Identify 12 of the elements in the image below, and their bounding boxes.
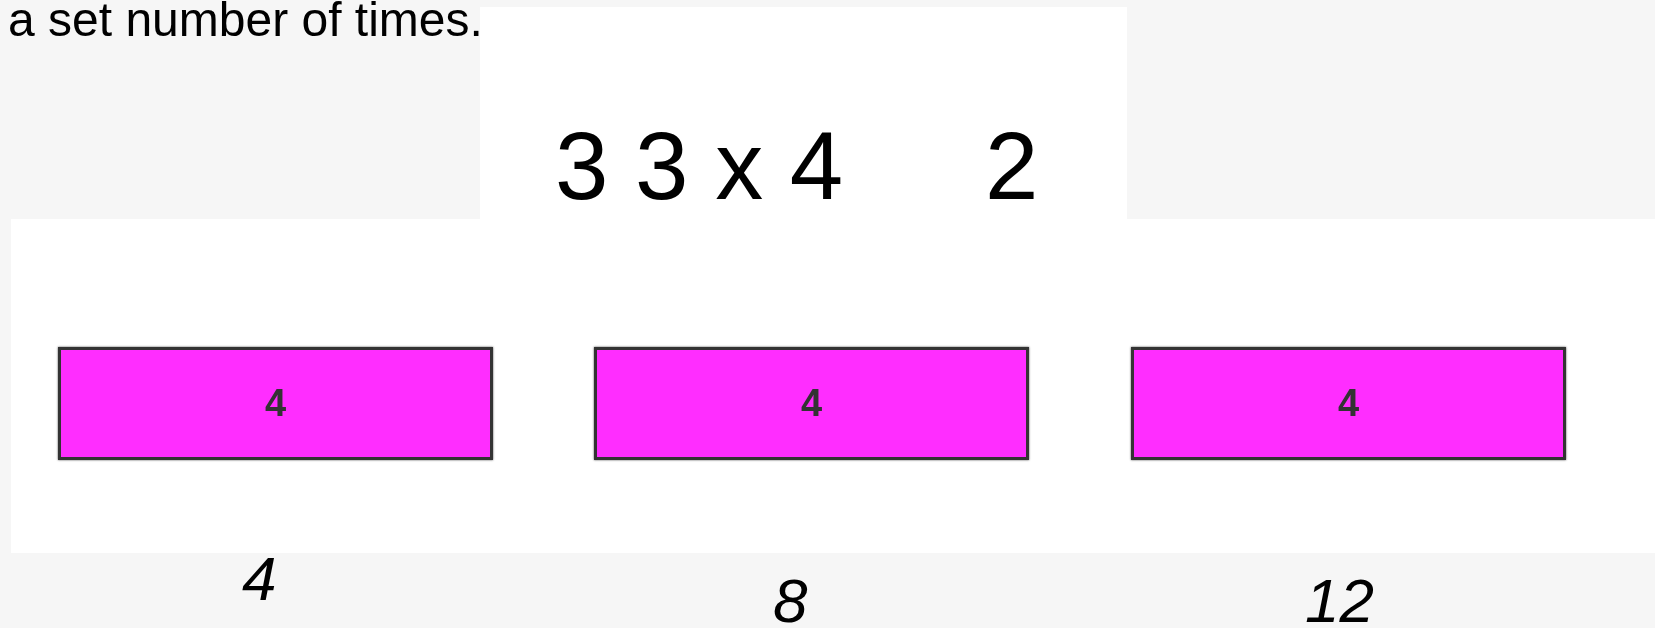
bar-segment <box>58 347 493 460</box>
segment-value: 4 <box>1337 382 1360 425</box>
equation-text: 2 <box>985 118 1039 214</box>
running-total: 4 <box>242 548 277 610</box>
segment-value: 4 <box>800 382 823 425</box>
running-total: 12 <box>1305 570 1374 628</box>
bar-segment <box>594 347 1029 460</box>
segment-value: 4 <box>264 382 287 425</box>
description-text: a set number of times. <box>8 0 483 44</box>
equation-text: 3 3 x 4 <box>555 118 844 214</box>
bar-segment <box>1131 347 1566 460</box>
running-total: 8 <box>773 570 808 628</box>
